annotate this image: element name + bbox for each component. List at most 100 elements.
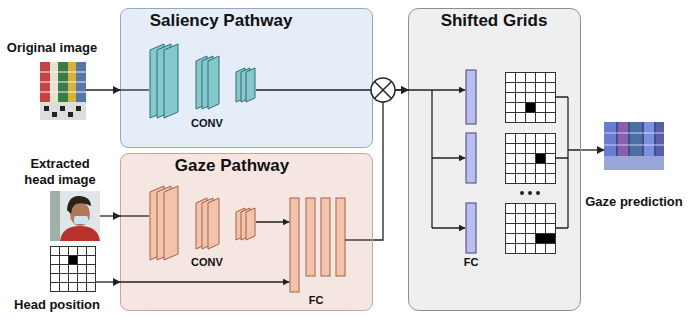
prediction-photo: [604, 122, 664, 170]
panel-ground: [121, 9, 581, 311]
fc-layer: [466, 203, 476, 253]
prediction-photo: [604, 133, 664, 145]
store-photo: [40, 72, 86, 92]
head-photo: [50, 191, 100, 241]
conv-layers: [164, 44, 178, 118]
head-photo: [67, 196, 91, 214]
grid-panel: Shifted Grids: [408, 8, 581, 311]
fc-layer: [336, 198, 345, 276]
image-caption: Original image: [7, 40, 97, 56]
position-grid: Head position: [50, 246, 96, 292]
ellipsis-dots: [520, 191, 524, 195]
wire: [256, 89, 372, 90]
ellipsis-dots: [536, 191, 540, 195]
position-grid: [536, 234, 556, 244]
panel-ground: [121, 154, 373, 311]
input-image: Extracted head image: [50, 191, 100, 241]
output-image: Gaze prediction: [604, 122, 664, 170]
position-grid: [51, 247, 96, 292]
conv-layers: [246, 68, 255, 102]
ellipsis-dots: [528, 191, 532, 195]
wire: [120, 281, 289, 282]
flow-arrow: [581, 149, 604, 150]
layer-label: FC: [464, 256, 479, 269]
layer-label: CONV: [191, 117, 223, 130]
wire: [120, 215, 149, 216]
fc-layer: [290, 198, 345, 292]
head-photo: [60, 226, 100, 241]
store-photo: [44, 106, 81, 117]
pathway-panel: Gaze Pathway: [120, 153, 373, 311]
wire: [120, 89, 149, 90]
prediction-photo: [644, 122, 654, 156]
position-grid: [526, 103, 536, 113]
panel-ground: [121, 9, 373, 148]
pathway-panel: Saliency Pathway: [120, 8, 373, 148]
multiply-symbol: [371, 78, 395, 102]
position-grid: [506, 204, 556, 254]
prediction-photo: [604, 156, 664, 170]
position-grid: [69, 256, 78, 265]
head-photo: [74, 216, 88, 224]
conv-layers: [208, 56, 219, 109]
position-grid: [506, 204, 556, 254]
store-photo: [40, 102, 86, 120]
head-photo: [50, 191, 60, 241]
prediction-photo: [656, 122, 664, 156]
position-grid: [506, 134, 556, 184]
panel-title: Saliency Pathway: [150, 11, 293, 31]
fc-layer: [466, 70, 476, 124]
wire: [408, 89, 465, 90]
flow-arrow: [100, 215, 120, 216]
position-grid: [51, 73, 556, 292]
fc-layer: [306, 198, 315, 276]
multiply-symbol: [371, 78, 395, 102]
wire: [345, 239, 372, 240]
conv-layers: [164, 186, 178, 260]
conv-layers: [150, 44, 255, 118]
conv-layers: [208, 198, 219, 249]
wire: [432, 227, 465, 228]
position-grid: [536, 154, 546, 164]
fc-layer: [321, 198, 330, 276]
prediction-photo: [604, 122, 616, 156]
prediction-photo: [604, 122, 664, 170]
panel-ground: [409, 9, 581, 311]
fc-layer: [466, 133, 476, 183]
position-grid: [506, 73, 556, 123]
head-photo: [50, 191, 100, 241]
wire: [555, 97, 580, 228]
fc-layer: [290, 198, 299, 292]
wire: [256, 221, 289, 222]
store-photo: [40, 62, 86, 120]
position-grid: [51, 247, 96, 292]
panel-title: Shifted Grids: [441, 11, 548, 31]
flow-arrow: [373, 90, 408, 240]
prediction-photo: [630, 122, 642, 156]
store-photo: [40, 62, 86, 120]
position-grid: [506, 134, 556, 184]
multiply-symbol: [375, 82, 392, 99]
position-grid: [506, 73, 556, 123]
wire: [431, 90, 432, 228]
fc-layer: [466, 70, 476, 253]
prediction-photo: [618, 122, 628, 156]
conv-layers: [150, 186, 255, 260]
image-caption: Head position: [14, 297, 100, 313]
image-caption: Gaze prediction: [585, 194, 683, 210]
ellipsis-dots: [520, 191, 540, 195]
wire: [432, 157, 465, 158]
wire: [120, 90, 580, 282]
layer-label: CONV: [191, 256, 223, 269]
input-image: Original image: [40, 62, 86, 120]
panel-title: Gaze Pathway: [175, 156, 289, 176]
conv-layers: [246, 208, 255, 240]
flow-arrow: [86, 89, 120, 90]
image-caption: Extracted head image: [19, 156, 101, 187]
flow-arrow: [96, 281, 120, 282]
layer-label: FC: [309, 294, 324, 307]
